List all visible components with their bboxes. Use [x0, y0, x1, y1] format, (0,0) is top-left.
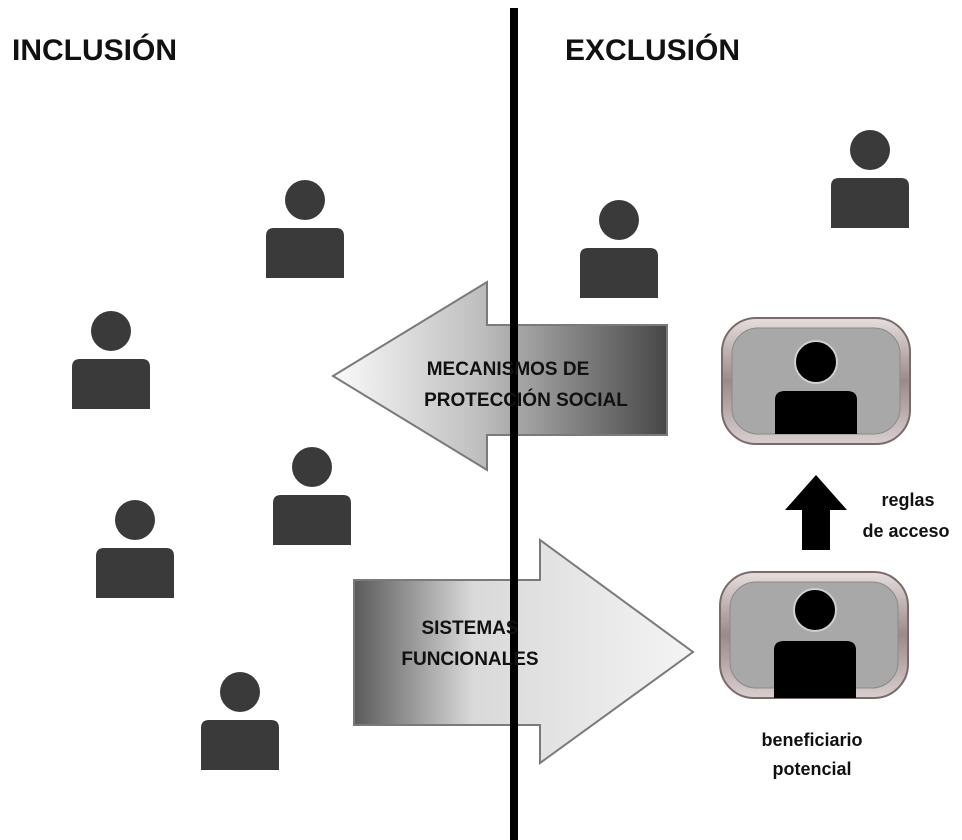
mechanisms-label-line1: MECANISMOS DE: [427, 359, 590, 380]
inclusion-heading: INCLUSIÓN: [12, 33, 177, 67]
person-icon: [831, 130, 909, 228]
access-rules-label-line1: reglas: [881, 490, 934, 510]
beneficiary-label-line1: beneficiario: [761, 730, 862, 750]
mechanisms-arrow: [331, 280, 668, 472]
person-icon: [273, 447, 351, 545]
beneficiary-label-line2: potencial: [772, 759, 851, 779]
person-icon: [201, 672, 279, 770]
exclusion-heading: EXCLUSIÓN: [565, 33, 740, 67]
person-icon: [266, 180, 344, 278]
mechanisms-label-line2: PROTECCIÓN SOCIAL: [424, 389, 628, 411]
systems-arrow: [353, 538, 695, 765]
up-arrow-icon: [785, 475, 847, 550]
framed-person-icon: [721, 317, 911, 445]
framed-person-icon: [719, 571, 909, 699]
systems-label-line2: FUNCIONALES: [401, 649, 538, 670]
systems-label-line1: SISTEMAS: [421, 618, 518, 639]
divider-line: [510, 8, 518, 840]
person-icon: [580, 200, 658, 298]
person-icon: [96, 500, 174, 598]
person-icon: [72, 311, 150, 409]
access-rules-label-line2: de acceso: [862, 521, 949, 541]
